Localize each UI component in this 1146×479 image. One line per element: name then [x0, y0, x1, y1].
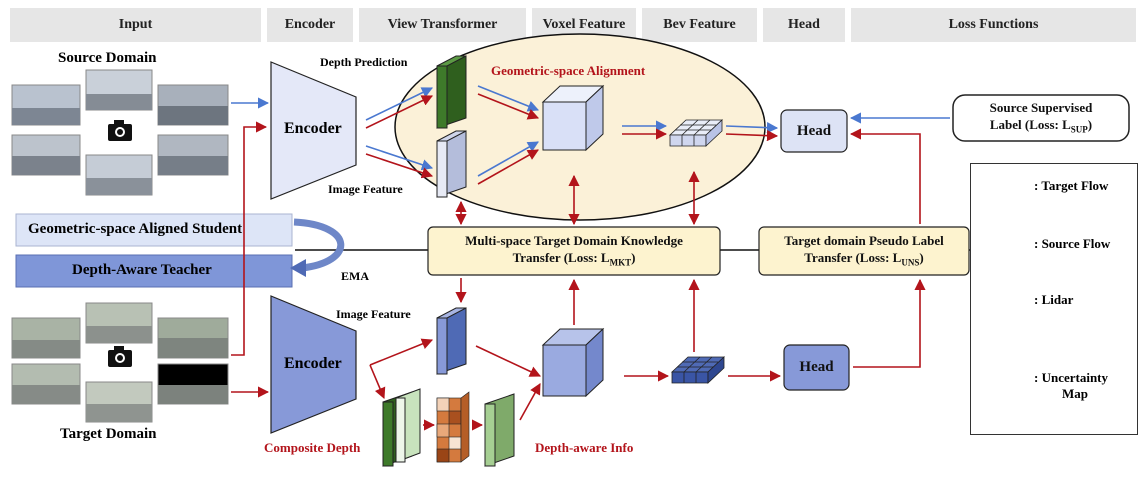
head-bottom-label: Head: [784, 345, 849, 390]
mkt-subscript: MKT: [609, 257, 632, 268]
legend-source-flow: : Source Flow: [1034, 236, 1111, 251]
uncertainty-map-block: [436, 391, 470, 463]
sup-line1: Source Supervised: [989, 100, 1093, 116]
uns-subscript: UNS: [901, 257, 920, 268]
depth-aware-info-label: Depth-aware Info: [535, 440, 634, 455]
head-bottom-box: [783, 344, 850, 391]
image-feature-top-block: [436, 130, 467, 198]
teacher-bar: [15, 254, 293, 288]
head-top-box: [780, 109, 848, 153]
image-feature-bottom-block: [436, 307, 467, 375]
header-encoder: Encoder: [267, 8, 353, 42]
legend-panel: [970, 163, 1138, 435]
encoder-bottom-shape: [270, 295, 357, 434]
teacher-label: Depth-Aware Teacher: [72, 262, 212, 278]
head-top-label: Head: [781, 110, 847, 152]
source-domain-label: Source Domain: [58, 50, 157, 66]
source-photos: [11, 69, 229, 196]
sup-box: [952, 94, 1130, 142]
mkt-line2-text: Transfer (Loss: L: [512, 249, 610, 265]
target-photos: [11, 302, 229, 423]
target-domain-label: Target Domain: [60, 426, 157, 442]
encoder-top-shape: [270, 61, 357, 200]
legend-uncertainty: : Uncertainty: [1034, 370, 1109, 385]
encoder-bottom-label: Encoder: [284, 355, 342, 372]
composite-depth-label: Composite Depth: [264, 440, 361, 455]
header-input: Input: [10, 8, 261, 42]
legend-target-flow: : Target Flow: [1034, 178, 1109, 193]
depth-prediction-block: [436, 55, 467, 129]
legend-uncertainty-map: Map: [1062, 386, 1088, 401]
student-bar: [15, 213, 293, 247]
image-feature-top-label: Image Feature: [328, 182, 403, 196]
legend-lidar: : Lidar: [1034, 292, 1074, 307]
uns-line2: Transfer (Loss: LUNS): [804, 249, 924, 268]
ema-arrow: [293, 218, 345, 272]
uns-box: [758, 226, 970, 276]
mkt-line1: Multi-space Target Domain Knowledge: [465, 233, 683, 249]
header-bev-feature: Bev Feature: [642, 8, 757, 42]
sup-line2: Label (Loss: LSUP): [989, 116, 1093, 135]
header-loss-functions: Loss Functions: [851, 8, 1136, 42]
uns-label: Target domain Pseudo Label Transfer (Los…: [759, 227, 969, 275]
target-flow-arrows: [231, 93, 926, 431]
mkt-label: Multi-space Target Domain Knowledge Tran…: [428, 227, 720, 275]
head-bottom-text: Head: [799, 359, 834, 376]
voxel-cube-bottom: [541, 327, 605, 398]
source-flow-arrows: [231, 85, 950, 177]
encoder-top-label: Encoder: [284, 120, 342, 137]
bev-grid-top: [668, 119, 724, 147]
sup-line2-text: Label (Loss: L: [989, 116, 1071, 132]
student-label: Geometric-space Aligned Student: [28, 221, 243, 237]
ema-label: EMA: [341, 269, 369, 283]
header-head: Head: [763, 8, 845, 42]
uns-line1: Target domain Pseudo Label: [784, 233, 944, 249]
geometric-alignment-label: Geometric-space Alignment: [491, 63, 646, 78]
mkt-line2: Transfer (Loss: LMKT): [512, 249, 636, 268]
image-feature-bottom-label: Image Feature: [336, 307, 411, 321]
sup-label: Source Supervised Label (Loss: LSUP): [953, 95, 1129, 141]
camera-icon: [108, 346, 132, 367]
voxel-cube-top: [541, 84, 605, 152]
depth-aware-info-block: [484, 393, 515, 467]
mkt-box: [427, 226, 721, 276]
head-top-text: Head: [796, 122, 832, 139]
composite-depth-block: [382, 388, 421, 467]
depth-prediction-label: Depth Prediction: [320, 55, 408, 69]
sup-subscript: SUP: [1070, 124, 1088, 135]
header-view-transformer: View Transformer: [359, 8, 526, 42]
bev-grid-bottom: [670, 356, 726, 384]
camera-icon: [108, 120, 132, 141]
uns-line2-text: Transfer (Loss: L: [804, 249, 902, 265]
